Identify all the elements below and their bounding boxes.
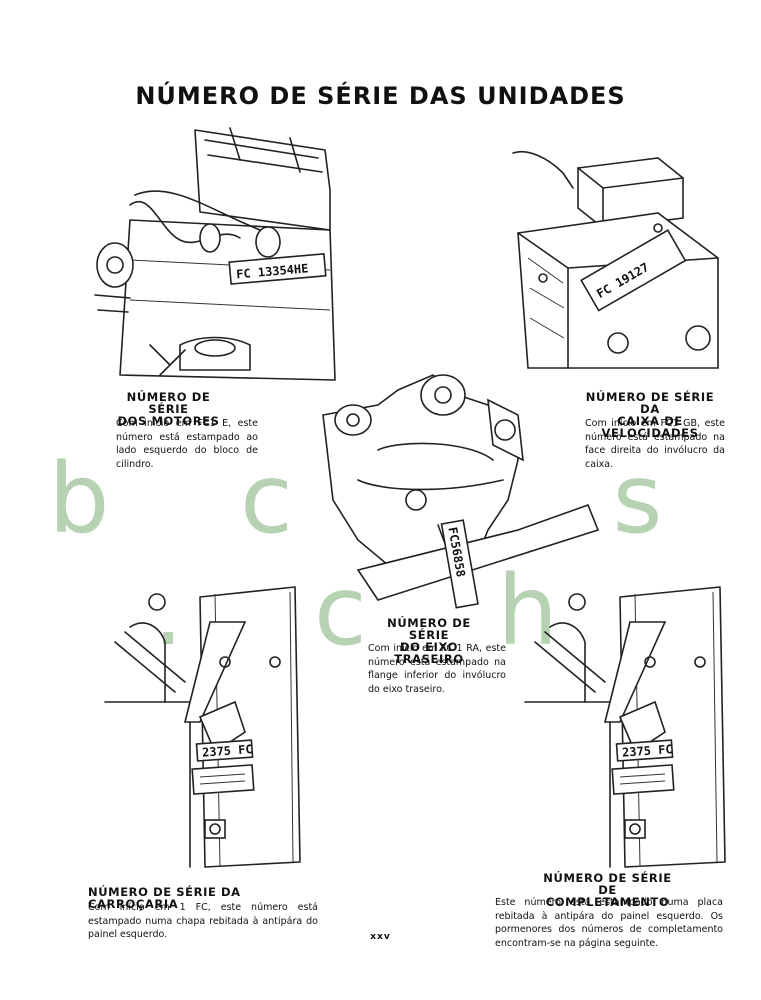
engine-heading: NÚMERO DE SÉRIE DOS MOTORES xyxy=(117,390,220,428)
engine-illustration: FC 13354HE xyxy=(94,127,336,381)
completion-serial-plate: 2375 FC xyxy=(622,742,673,759)
rear-axle-illustration: FC56858 xyxy=(322,374,600,609)
completion-description: Este número está estampado numa placa re… xyxy=(495,897,723,949)
page-title: NÚMERO DE SÉRIE DAS UNIDADES xyxy=(135,82,626,110)
gearbox-description: Com início em FC1 GB, este número está e… xyxy=(585,418,725,470)
body-illustration: 2375 FC xyxy=(104,586,301,868)
completion-illustration: 2375 FC xyxy=(524,586,726,868)
engine-description: Com início em FC1 E, este número está es… xyxy=(116,418,258,470)
completion-heading: NÚMERO DE SÉRIE DE COMPLETAMENTO xyxy=(543,871,672,909)
gearbox-illustration: FC 19127 xyxy=(512,151,719,369)
body-heading: NÚMERO DE SÉRIE DA CARROÇARIA xyxy=(88,885,241,911)
rear-axle-heading: NÚMERO DE SÉRIE DO EIXO TRASEIRO xyxy=(387,616,471,666)
page-number: xxv xyxy=(370,932,391,942)
body-description: Com início em 1 FC, este número está est… xyxy=(88,902,318,940)
gearbox-heading: NÚMERO DE SÉRIE DA CAIXA DE VELOCIDADES xyxy=(585,390,715,440)
engine-serial-plate: FC 13354HE xyxy=(236,261,309,281)
rear-axle-description: Com início em FC 1 RA, este número está … xyxy=(368,643,506,695)
body-serial-plate: 2375 FC xyxy=(202,742,253,759)
